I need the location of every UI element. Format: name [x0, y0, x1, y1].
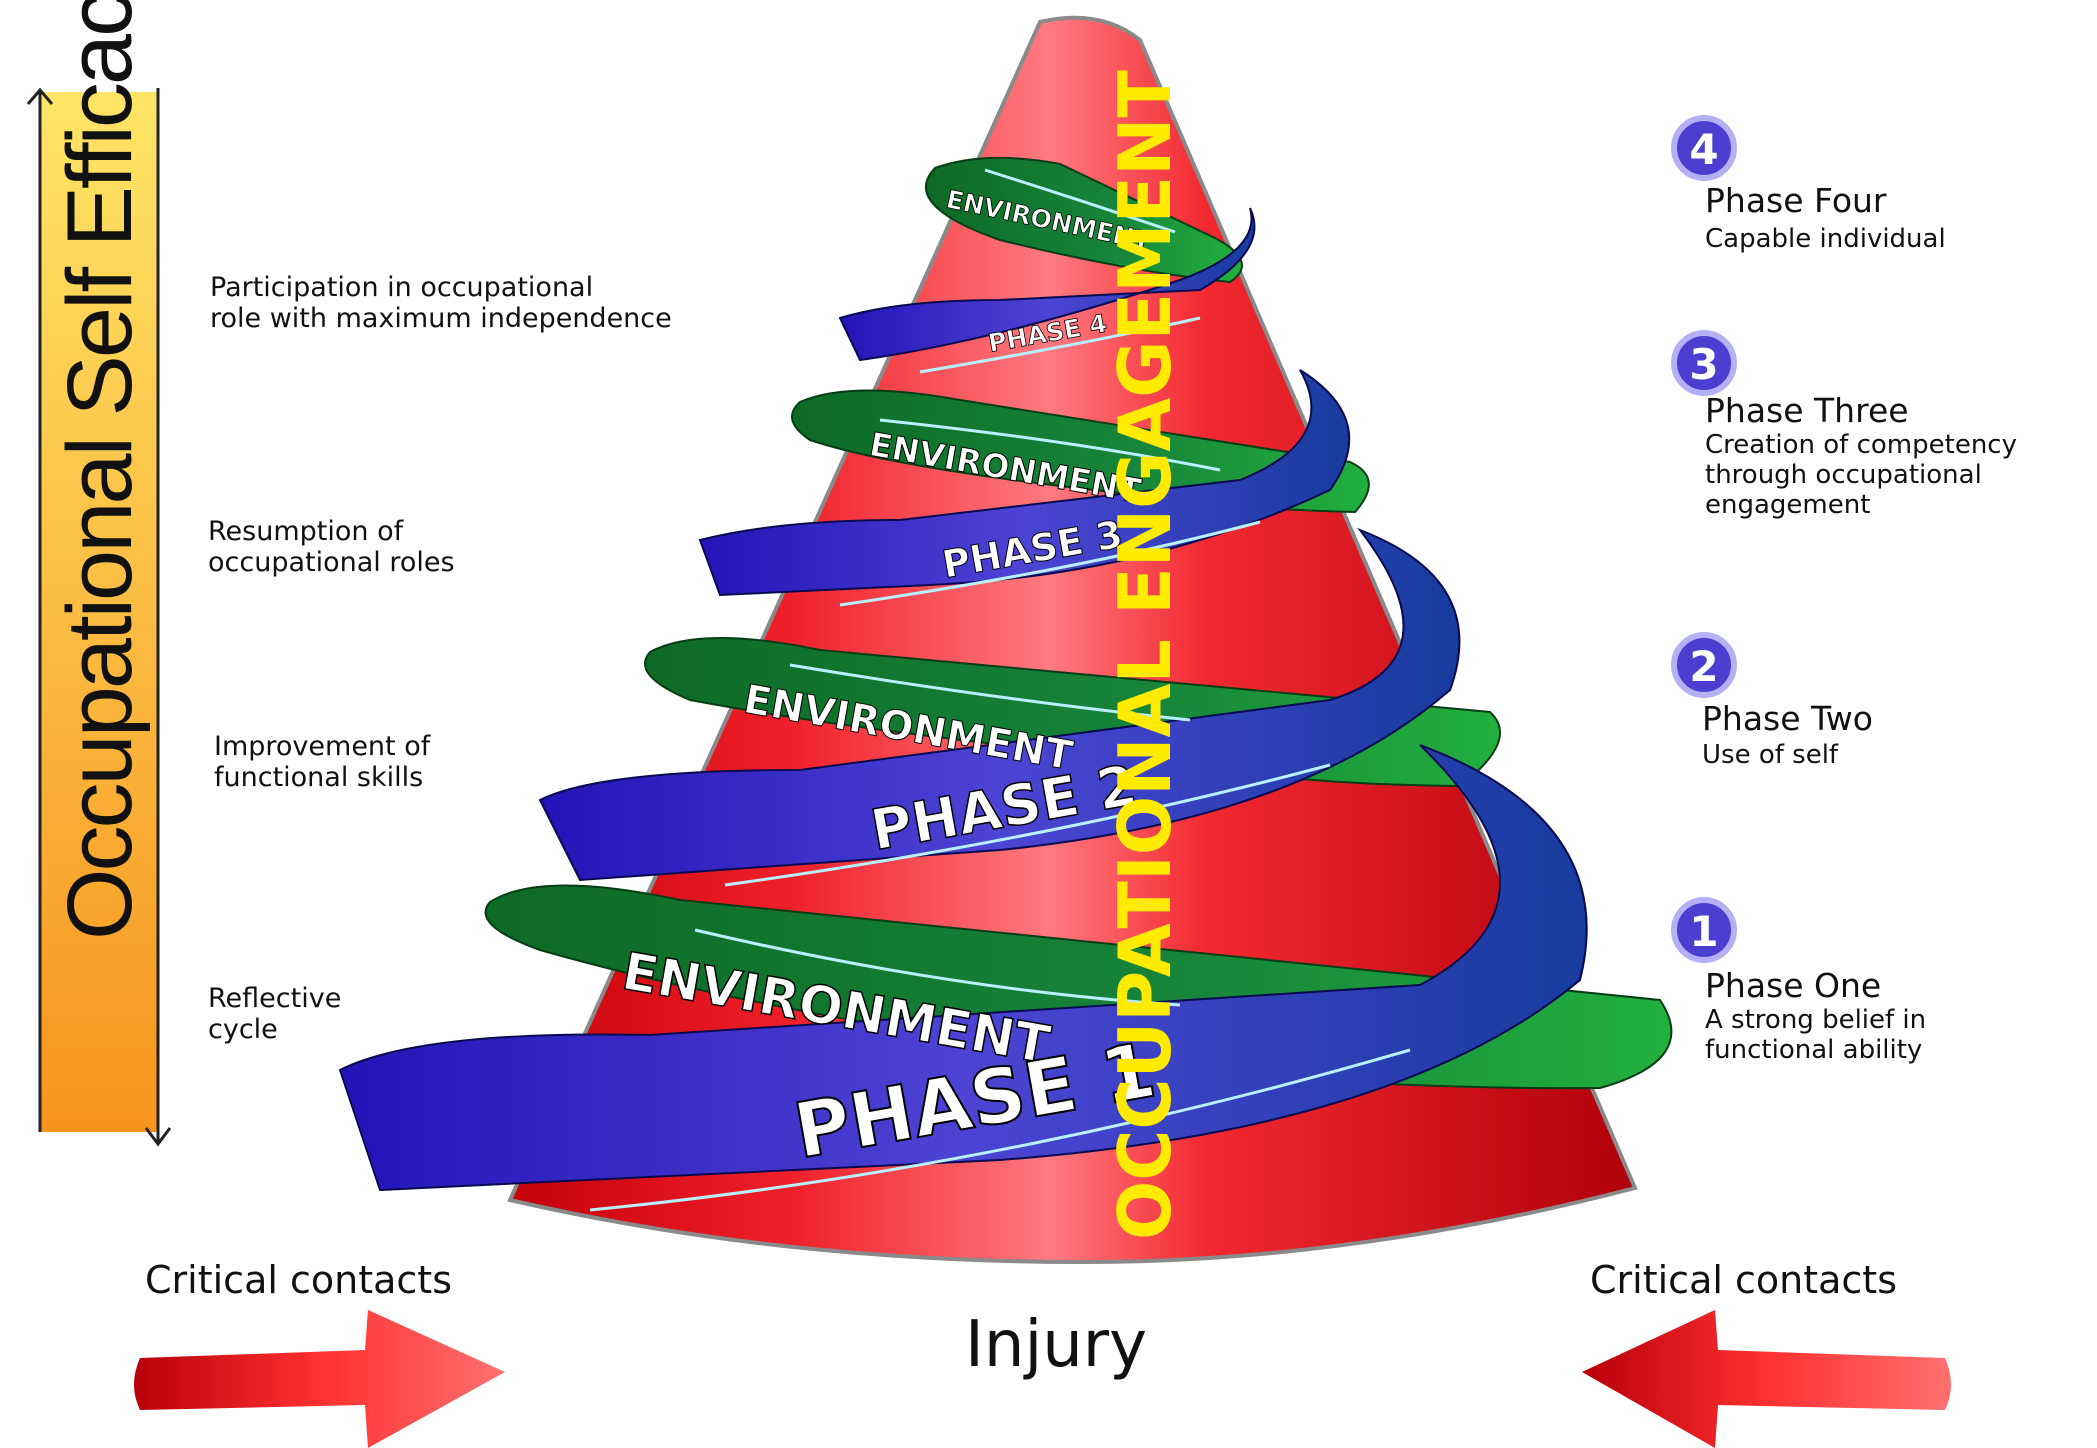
phase-4-badge-icon: [1671, 115, 1737, 181]
critical-contacts-left: Critical contacts: [145, 1258, 452, 1302]
phase-3-name: Phase Three: [1705, 391, 1909, 430]
phase-1-number: 1: [1689, 907, 1718, 956]
flow-arrow: [919, 316, 1201, 374]
phase-2-name: Phase Two: [1702, 699, 1873, 738]
flow-arrow: [839, 520, 1261, 607]
phase-4-description: Capable individual: [1705, 224, 1946, 254]
left-label-phase-2: Improvement of functional skills: [214, 731, 431, 793]
phase-2-badge-icon: [1671, 632, 1737, 698]
cone-label: OCCUPATIONAL ENGAGEMENT: [1103, 70, 1187, 1240]
phase-band-3: [698, 369, 1351, 597]
phase-badges: 4 3 2 1: [1671, 115, 1737, 963]
axis-down-arrow-icon: [144, 1127, 172, 1147]
right-pointing-arrow-icon: [134, 1310, 505, 1448]
phase-1-badge-icon: [1671, 897, 1737, 963]
self-efficacy-label: Occupational Self Efficacy: [49, 0, 151, 940]
left-label-phase-3: Resumption of occupational roles: [208, 516, 455, 578]
critical-contacts-right: Critical contacts: [1590, 1258, 1897, 1302]
critical-contact-arrows: [134, 1310, 1951, 1448]
phase-2-description: Use of self: [1702, 740, 1839, 770]
left-label-phase-4: Participation in occupational role with …: [210, 272, 672, 334]
injury-label: Injury: [965, 1308, 1147, 1382]
phase-4-name: Phase Four: [1705, 181, 1887, 220]
phase-bands: [338, 207, 1588, 1192]
flow-arrow: [589, 1048, 1411, 1212]
flow-arrow: [789, 663, 1191, 722]
flow-arrow: [724, 763, 1331, 887]
phase-1-description: A strong belief in functional ability: [1705, 1005, 1927, 1065]
left-pointing-arrow-icon: [1582, 1310, 1951, 1448]
phase-1-name: Phase One: [1705, 966, 1882, 1005]
self-efficacy-axis: [26, 87, 172, 1147]
flow-arrow: [879, 418, 1221, 472]
flow-arrows: [589, 168, 1411, 1212]
phase-3-badge-icon: [1671, 330, 1737, 396]
phase-2-number: 2: [1689, 642, 1718, 691]
phase-3-description: Creation of competency through occupatio…: [1705, 430, 2017, 520]
left-label-phase-1: Reflective cycle: [208, 983, 342, 1045]
flow-arrow: [984, 168, 1176, 234]
flow-arrow: [694, 928, 1181, 1007]
phase-band-1: [338, 744, 1588, 1192]
phase-band-4: [838, 207, 1256, 362]
axis-up-arrow-icon: [26, 87, 54, 105]
phase-band-2: [538, 527, 1461, 882]
phase-3-number: 3: [1689, 340, 1718, 389]
phase-4-number: 4: [1689, 125, 1718, 174]
axis-bar: [40, 92, 158, 1132]
